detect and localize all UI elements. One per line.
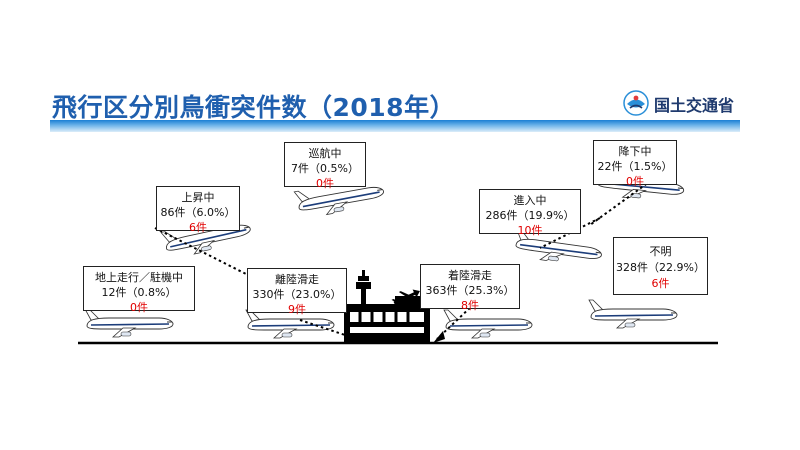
phase-stat: 7件（0.5%） (291, 162, 359, 175)
phase-box-taxi: 地上走行／駐機中 12件（0.8%） 0件 (83, 266, 195, 314)
phase-count: 6件 (189, 221, 207, 234)
phase-stat: 22件（1.5%） (597, 160, 673, 173)
phase-count: 0件 (130, 301, 148, 314)
phase-stat: 328件（22.9%） (616, 261, 705, 274)
phase-count: 0件 (626, 175, 644, 188)
phase-box-descent: 降下中 22件（1.5%） 0件 (593, 140, 677, 188)
phase-box-takeoff: 離陸滑走 330件（23.0%） 9件 (247, 268, 347, 316)
arrowhead-icon (433, 331, 445, 343)
title-underline-bar (50, 120, 740, 132)
mlit-logo-icon (623, 90, 649, 116)
airplane-symbol-icon (391, 289, 420, 308)
phase-box-landing: 着陸滑走 363件（25.3%） 8件 (420, 264, 520, 312)
phase-name: 降下中 (618, 145, 652, 158)
phase-name: 上昇中 (181, 191, 215, 204)
phase-count: 6件 (651, 277, 670, 290)
phase-name: 地上走行／駐機中 (95, 271, 183, 284)
phase-name: 離陸滑走 (275, 273, 319, 286)
ministry-logo: 国土交通省 (622, 89, 744, 117)
page-title: 飛行区分別鳥衝突件数（2018年） (52, 93, 456, 122)
phase-box-climb: 上昇中 86件（6.0%） 6件 (156, 186, 240, 234)
airliner-icon (588, 299, 678, 329)
phase-name: 進入中 (513, 194, 547, 207)
airliner-icon (443, 309, 533, 339)
phase-stat: 330件（23.0%） (252, 288, 342, 301)
airport-terminal-icon (344, 296, 430, 344)
logo-text: 国土交通省 (654, 96, 735, 115)
phase-count: 8件 (461, 299, 479, 312)
phase-stat: 12件（0.8%） (101, 286, 177, 299)
phase-stat: 86件（6.0%） (160, 206, 236, 219)
phase-stat: 286件（19.9%） (485, 209, 575, 222)
phase-box-unknown: 不明 328件（22.9%） 6件 (613, 237, 708, 295)
phase-count: 10件 (517, 224, 543, 237)
phase-count: 0件 (316, 177, 334, 190)
phase-count: 9件 (288, 303, 306, 316)
control-tower-icon (356, 270, 371, 304)
phase-box-approach: 進入中 286件（19.9%） 10件 (479, 189, 581, 237)
phase-stat: 363件（25.3%） (425, 284, 515, 297)
phase-box-cruise: 巡航中 7件（0.5%） 0件 (284, 142, 366, 190)
phase-name: 巡航中 (308, 147, 342, 160)
phase-name: 着陸滑走 (448, 269, 492, 282)
phase-name: 不明 (649, 245, 672, 258)
